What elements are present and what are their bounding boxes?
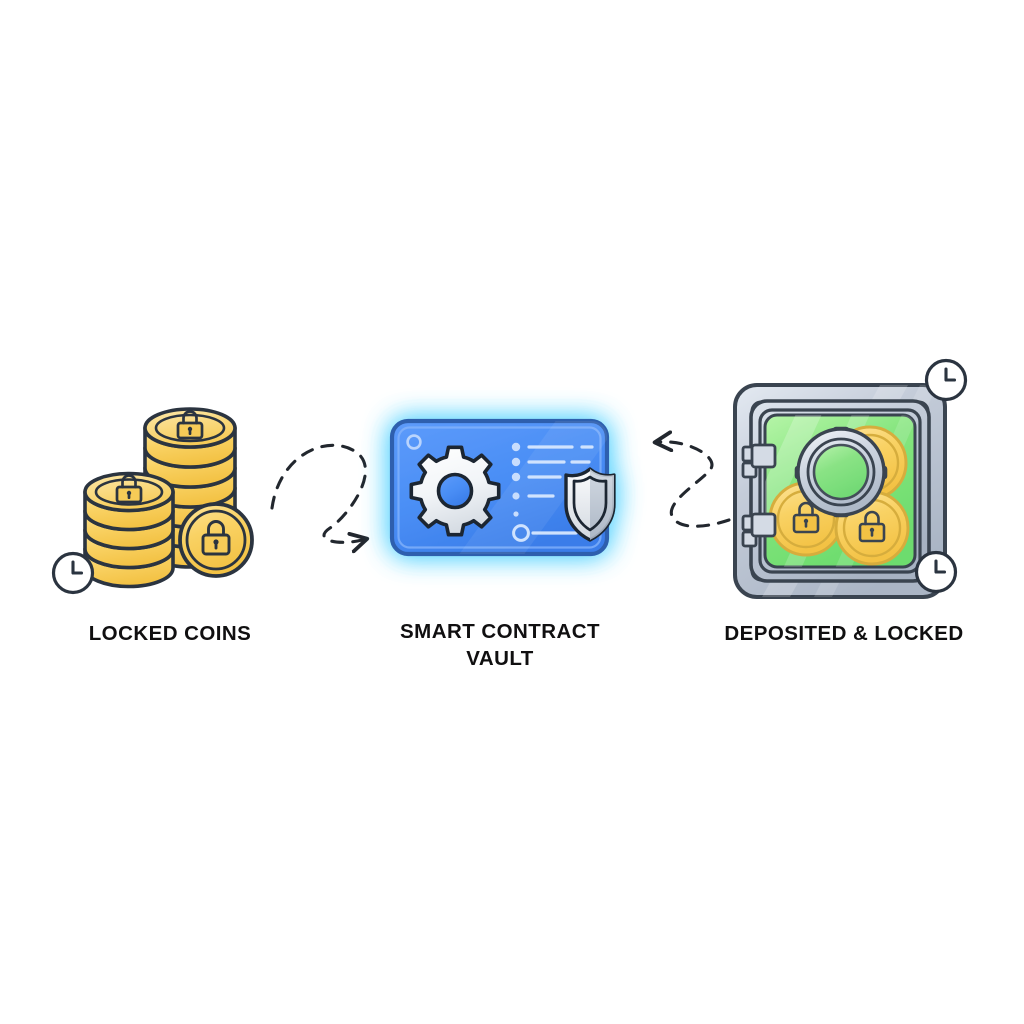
shield-icon: [564, 467, 616, 542]
coin-stack-short: [83, 471, 175, 589]
padlock-icon: [115, 474, 143, 504]
safe-dial[interactable]: [794, 426, 888, 518]
padlock-icon: [176, 410, 204, 440]
checklist-lines: [511, 442, 594, 542]
gear-icon: [409, 445, 501, 537]
arrow-safe-to-vault: [660, 442, 731, 528]
card-node-circle: [512, 524, 530, 542]
single-coin: [178, 502, 254, 578]
clock-icon: [914, 550, 958, 594]
safe-illustration: [733, 358, 968, 599]
smart-contract-card: [389, 418, 616, 557]
clock-icon: [51, 551, 95, 595]
padlock-icon: [201, 520, 231, 556]
clock-icon: [924, 358, 968, 402]
card-status-dot: [406, 434, 422, 450]
locked-coins-illustration: [51, 407, 254, 595]
arrow-coins-to-vault: [270, 443, 365, 542]
safe-hinges: [741, 443, 777, 548]
